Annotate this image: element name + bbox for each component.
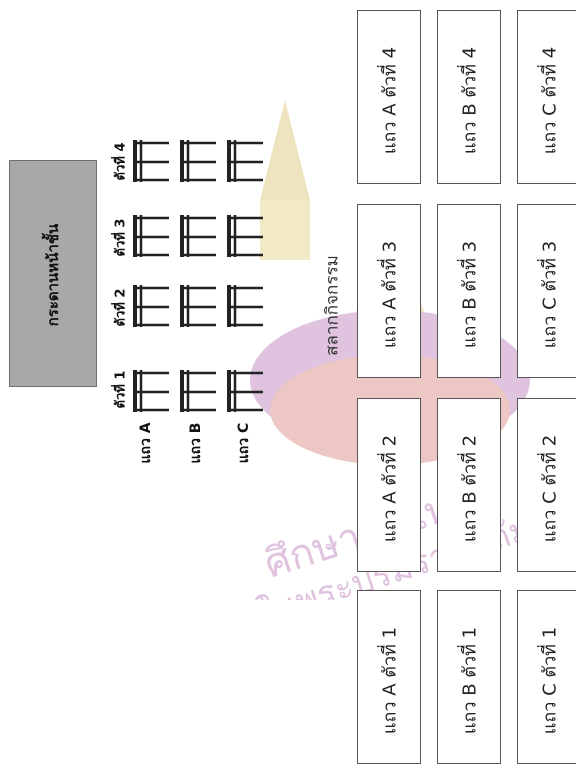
card-a4: แถว A ตัวที่ 4 xyxy=(357,10,421,184)
card-c3-label: แถว C ตัวที่ 3 xyxy=(535,210,564,380)
card-b4-label: แถว B ตัวที่ 4 xyxy=(455,16,484,186)
card-b2-label: แถว B ตัวที่ 2 xyxy=(455,404,484,574)
card-b1: แถว B ตัวที่ 1 xyxy=(437,590,501,764)
row-label-b: แถว B xyxy=(185,413,207,473)
chair-c4 xyxy=(229,140,263,182)
row-label-c: แถว C xyxy=(233,413,255,473)
card-b1-label: แถว B ตัวที่ 1 xyxy=(455,596,484,766)
row-label-a: แถว A xyxy=(135,413,157,473)
chair-c2 xyxy=(229,285,263,327)
card-c2-label: แถว C ตัวที่ 2 xyxy=(535,404,564,574)
chair-b4 xyxy=(182,140,216,182)
card-c1-label: แถว C ตัวที่ 1 xyxy=(535,596,564,766)
chair-a3 xyxy=(135,215,169,257)
activity-caption: สลากกิจกรรม xyxy=(319,246,346,366)
chair-a2 xyxy=(135,285,169,327)
card-b3-label: แถว B ตัวที่ 3 xyxy=(455,210,484,380)
card-a3: แถว A ตัวที่ 3 xyxy=(357,204,421,378)
chair-b1 xyxy=(182,370,216,412)
chair-b3 xyxy=(182,215,216,257)
board-label: กระดานหน้าชั้น xyxy=(41,170,65,380)
card-b2: แถว B ตัวที่ 2 xyxy=(437,398,501,572)
card-a1: แถว A ตัวที่ 1 xyxy=(357,590,421,764)
chair-a4 xyxy=(135,140,169,182)
card-a2-label: แถว A ตัวที่ 2 xyxy=(375,404,404,574)
card-c1: แถว C ตัวที่ 1 xyxy=(517,590,576,764)
chair-b2 xyxy=(182,285,216,327)
chair-a1 xyxy=(135,370,169,412)
chair-c3 xyxy=(229,215,263,257)
card-b4: แถว B ตัวที่ 4 xyxy=(437,10,501,184)
card-c4: แถว C ตัวที่ 4 xyxy=(517,10,576,184)
card-a4-label: แถว A ตัวที่ 4 xyxy=(375,16,404,186)
card-c3: แถว C ตัวที่ 3 xyxy=(517,204,576,378)
card-a1-label: แถว A ตัวที่ 1 xyxy=(375,596,404,766)
chair-grid xyxy=(125,130,275,420)
card-c2: แถว C ตัวที่ 2 xyxy=(517,398,576,572)
classroom-board: กระดานหน้าชั้น xyxy=(9,160,97,387)
card-a2: แถว A ตัวที่ 2 xyxy=(357,398,421,572)
chair-c1 xyxy=(229,370,263,412)
card-b3: แถว B ตัวที่ 3 xyxy=(437,204,501,378)
card-a3-label: แถว A ตัวที่ 3 xyxy=(375,210,404,380)
card-c4-label: แถว C ตัวที่ 4 xyxy=(535,16,564,186)
